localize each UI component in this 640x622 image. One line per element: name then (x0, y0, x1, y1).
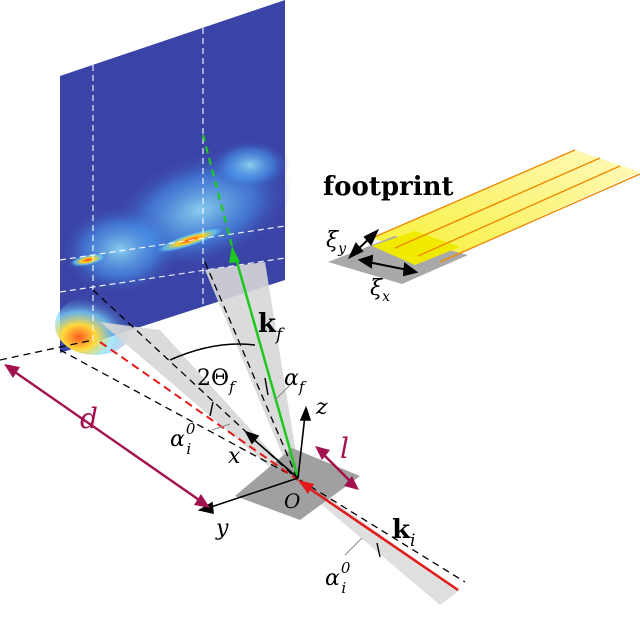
footprint-beam-edge (394, 157, 601, 249)
origin-label: O (284, 489, 300, 513)
axis-z-arrowhead (299, 405, 312, 421)
two-theta-label: 2Θf (197, 366, 237, 396)
xi-x-arrowhead-b (402, 262, 419, 277)
axis-x-arrowhead (244, 430, 260, 445)
dimension-l-label: l (340, 432, 349, 465)
axis-z-label: z (315, 395, 328, 420)
xi-x-arrowhead-a (357, 254, 374, 269)
xi-x-arrow (367, 261, 409, 271)
dimension-d-arrow-start (4, 364, 20, 378)
dimension-l-arrow-end (344, 476, 359, 490)
dimension-d-line (11, 369, 203, 503)
reference-line (59, 349, 301, 481)
axis-y-label: y (215, 516, 229, 541)
alpha-f-label: αf (284, 366, 307, 396)
xi-y-label: ξy (326, 228, 347, 257)
beam-shadow-exit (205, 262, 300, 478)
reference-line (299, 479, 466, 583)
footprint-beam-edge (439, 173, 640, 263)
dimension-d-arrow-end (194, 494, 210, 508)
footprint-beam-band (372, 150, 640, 262)
incident-beam-arrowhead (298, 480, 314, 494)
dimension-d-label: d (80, 402, 98, 435)
dimension-l-line (321, 452, 353, 484)
scatter-cloud (210, 140, 290, 190)
beam-shadow-forward (295, 478, 460, 605)
beam-shadow-incident (100, 322, 295, 480)
alpha-i-left-pointer (211, 423, 231, 431)
alpha-f-pointer (274, 384, 291, 401)
alpha-f-tick (264, 377, 269, 396)
dimension-l-arrow-start (315, 446, 330, 460)
axis-y-line (207, 477, 299, 509)
footprint-inset (328, 149, 640, 284)
sample-plate (235, 448, 360, 520)
axis-z-line (297, 414, 306, 479)
reference-line-red-dashed (99, 341, 299, 481)
xi-y-arrowhead-a (347, 242, 364, 260)
footprint-beam-edge (417, 165, 621, 257)
xi-x-label: ξx (370, 276, 390, 305)
footprint-area (372, 231, 460, 265)
exit-beam-arrowhead (229, 246, 240, 263)
detector-image (55, 0, 292, 355)
alpha-i-left-tick (209, 401, 214, 417)
scatter-spot (68, 252, 108, 268)
footprint-title: footprint (323, 172, 454, 202)
kf-label: kf (258, 309, 285, 345)
footprint-beam-edge (371, 149, 576, 239)
scatter-cloud (60, 205, 180, 295)
ki-label: ki (392, 515, 415, 551)
axis-x-label: x (228, 444, 241, 469)
axis-x-line (251, 437, 299, 479)
xi-y-arrowhead-b (363, 228, 380, 246)
two-theta-arc (169, 343, 256, 361)
exit-beam (233, 254, 300, 479)
reference-line (204, 261, 299, 481)
alpha-i-bottom-pointer (344, 537, 363, 556)
scatter-corner (55, 295, 135, 355)
reference-line (0, 339, 94, 361)
alpha-i-bottom-tick (376, 542, 381, 558)
detector-gridline (59, 225, 286, 261)
incident-beam (299, 480, 459, 592)
detector-gridline (59, 257, 286, 293)
